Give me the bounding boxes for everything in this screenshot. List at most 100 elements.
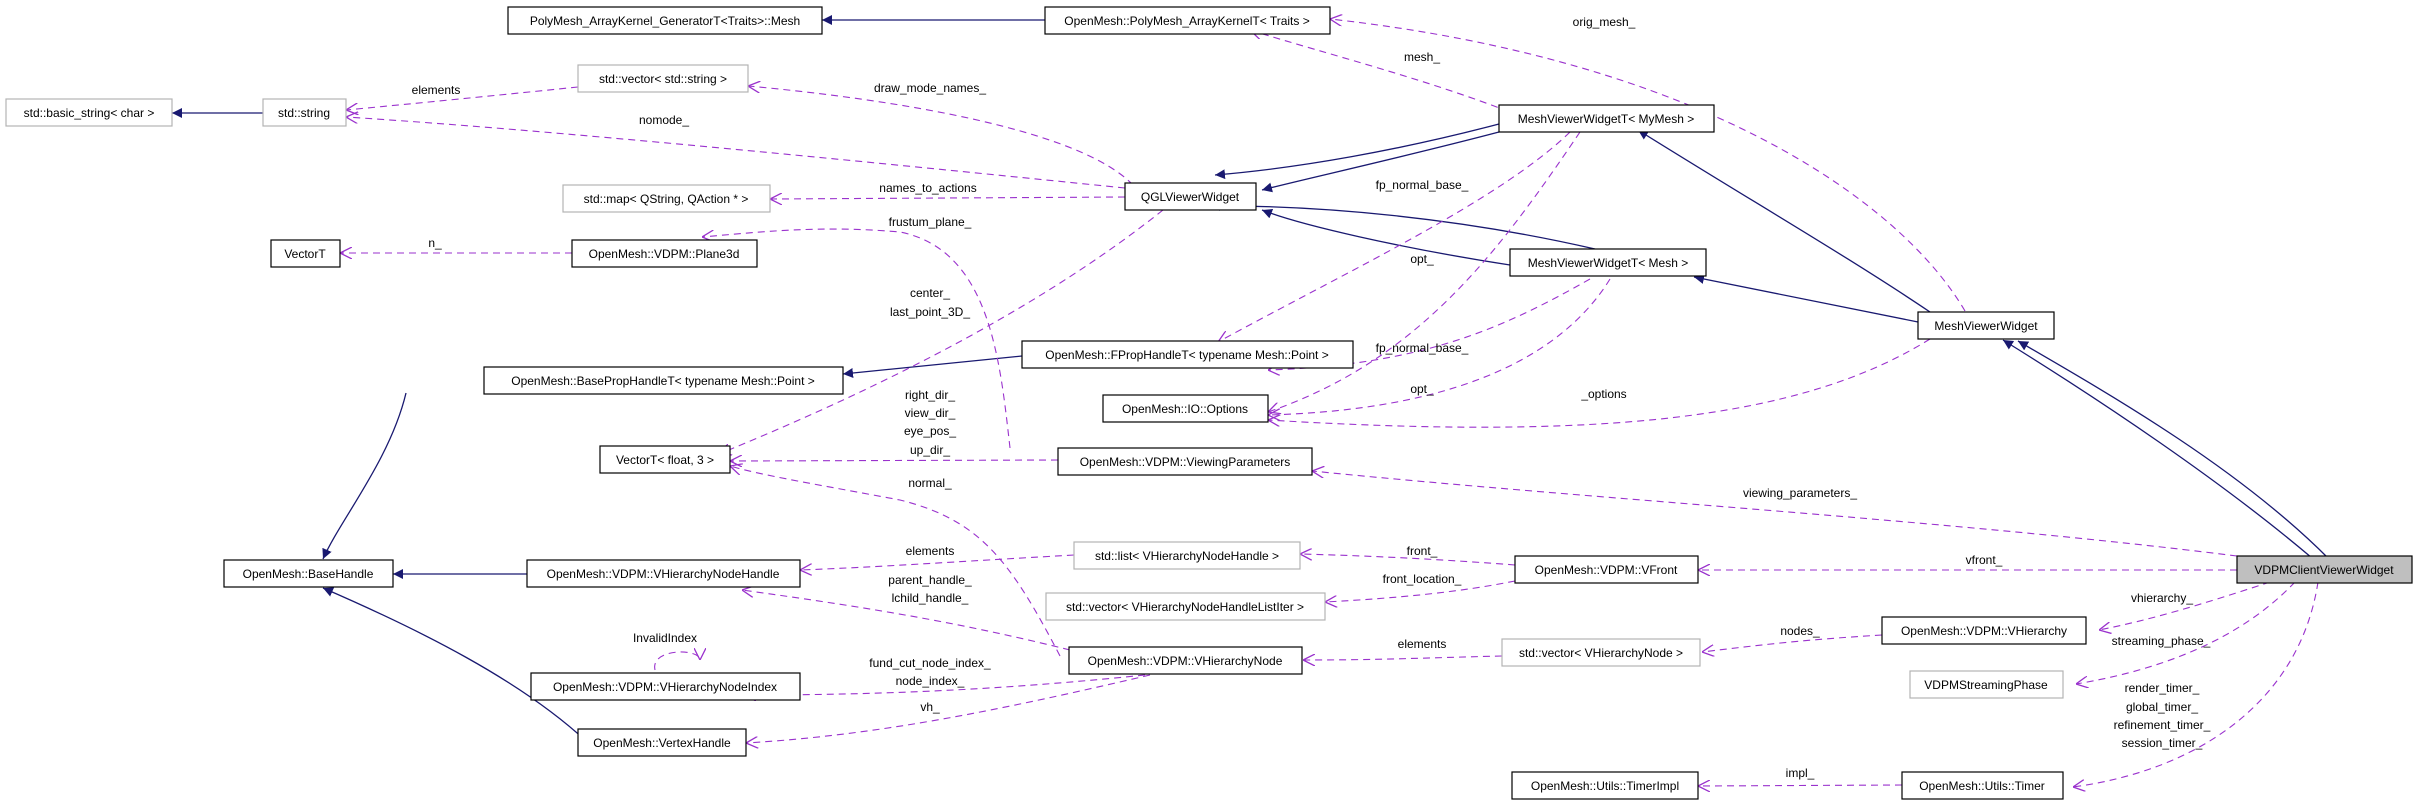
edge-orig-mesh	[1330, 19, 1966, 312]
node-list-vhnode-handle[interactable]: std::list< VHierarchyNodeHandle >	[1073, 541, 1301, 570]
edge-impl	[1698, 785, 1903, 786]
node-std-string[interactable]: std::string	[262, 98, 347, 127]
node-vector-string[interactable]: std::vector< std::string >	[577, 64, 749, 93]
node-label: OpenMesh::VDPM::VHierarchyNodeIndex	[553, 680, 777, 694]
node-vdpm-client-viewer-widget[interactable]: VDPMClientViewerWidget	[2236, 555, 2413, 584]
node-map-qstring[interactable]: std::map< QString, QAction * >	[562, 184, 771, 213]
edge-label-lchild-handle: lchild_handle_	[892, 591, 969, 605]
node-vhierarchy[interactable]: OpenMesh::VDPM::VHierarchy	[1881, 616, 2087, 645]
node-base-handle[interactable]: OpenMesh::BaseHandle	[223, 559, 394, 588]
node-label: std::basic_string< char >	[24, 106, 155, 120]
edge-center	[719, 209, 1164, 454]
edge-vertexhandle-to-basehandle	[322, 587, 587, 742]
node-vector-vhnode-iter[interactable]: std::vector< VHierarchyNodeHandleListIte…	[1045, 592, 1326, 621]
edge-viewing-parameters	[1312, 471, 2238, 557]
node-vector-vhnode[interactable]: std::vector< VHierarchyNode >	[1501, 638, 1701, 667]
node-mesh-viewer-mymesh[interactable]: MeshViewerWidgetT< MyMesh >	[1498, 104, 1715, 133]
edge-label-vhierarchy: vhierarchy_	[2131, 591, 2193, 605]
edge-label-invalid-index: InvalidIndex	[633, 631, 697, 645]
edge-vh	[746, 674, 1151, 743]
edge-opt-1	[1268, 131, 1581, 412]
node-label: PolyMesh_ArrayKernel_GeneratorT<Traits>:…	[530, 14, 800, 28]
node-fprop-handle[interactable]: OpenMesh::FPropHandleT< typename Mesh::P…	[1021, 340, 1354, 369]
node-array-kernel[interactable]: OpenMesh::PolyMesh_ArrayKernelT< Traits …	[1044, 6, 1331, 35]
edge-label-elements-string: elements	[412, 83, 461, 97]
node-vertex-handle[interactable]: OpenMesh::VertexHandle	[577, 728, 747, 757]
edge-view-params-to-vectorf	[730, 460, 1059, 461]
node-array-kernel-generator[interactable]: PolyMesh_ArrayKernel_GeneratorT<Traits>:…	[507, 6, 823, 35]
edge-names-to-actions	[770, 197, 1126, 199]
node-label: std::list< VHierarchyNodeHandle >	[1095, 549, 1279, 563]
edge-label-nodes: nodes_	[1780, 624, 1820, 638]
edge-label-opt-2: opt_	[1410, 382, 1434, 396]
node-label: MeshViewerWidgetT< MyMesh >	[1518, 112, 1695, 126]
edge-baseprop-to-basehandle	[322, 392, 407, 560]
edge-label-options: _options	[1580, 387, 1626, 401]
edge-label-fp-normal-base-1: fp_normal_base_	[1376, 178, 1469, 192]
edge-label-view-dir: view_dir_	[905, 406, 956, 420]
edge-vdpm-to-mvw-2	[2017, 340, 2329, 559]
node-label: OpenMesh::VDPM::VHierarchyNodeHandle	[547, 567, 780, 581]
edge-mvw-to-mymesh	[1637, 129, 1931, 313]
edge-label-names-to-actions: names_to_actions	[879, 181, 976, 195]
node-io-options[interactable]: OpenMesh::IO::Options	[1102, 394, 1269, 423]
node-vectort-float3[interactable]: VectorT< float, 3 >	[599, 445, 731, 474]
node-label: OpenMesh::PolyMesh_ArrayKernelT< Traits …	[1064, 14, 1309, 28]
node-label: VDPMClientViewerWidget	[2254, 563, 2394, 577]
node-streaming-phase[interactable]: VDPMStreamingPhase	[1909, 670, 2064, 699]
edge-mvw-to-mesh	[1693, 274, 1919, 323]
edge-label-up-dir: up_dir_	[910, 443, 950, 457]
node-label: OpenMesh::Utils::TimerImpl	[1531, 779, 1679, 793]
node-label: std::vector< VHierarchyNode >	[1519, 646, 1683, 660]
node-label: OpenMesh::FPropHandleT< typename Mesh::P…	[1045, 348, 1328, 362]
edge-label-impl: impl_	[1786, 766, 1815, 780]
node-viewing-parameters[interactable]: OpenMesh::VDPM::ViewingParameters	[1057, 447, 1313, 476]
node-mesh-viewer-widget[interactable]: MeshViewerWidget	[1917, 311, 2055, 340]
node-vectort[interactable]: VectorT	[270, 239, 341, 268]
edge-label-orig-mesh: orig_mesh_	[1573, 15, 1636, 29]
edge-fp-normal-base-1	[1218, 131, 1571, 342]
node-label: OpenMesh::VDPM::VFront	[1535, 563, 1678, 577]
edge-label-center: center_	[910, 286, 950, 300]
node-qgl-viewer[interactable]: QGLViewerWidget	[1124, 182, 1257, 211]
edge-label-eye-pos: eye_pos_	[904, 424, 956, 438]
edge-nodes	[1702, 634, 1883, 652]
edge-vhierarchy	[2099, 581, 2271, 630]
edge-label-fund-cut-node-index: fund_cut_node_index_	[869, 656, 991, 670]
node-label: OpenMesh::BasePropHandleT< typename Mesh…	[511, 374, 815, 388]
node-timer-impl[interactable]: OpenMesh::Utils::TimerImpl	[1511, 771, 1699, 800]
node-label: OpenMesh::BaseHandle	[243, 567, 374, 581]
edge-elements-vector	[1303, 656, 1503, 660]
node-basic-string[interactable]: std::basic_string< char >	[5, 98, 173, 127]
node-timer[interactable]: OpenMesh::Utils::Timer	[1901, 771, 2064, 800]
edge-label-streaming-phase: streaming_phase_	[2112, 634, 2211, 648]
edge-frustum-plane	[702, 228, 1011, 449]
edge-labels: orig_mesh_ mesh_ elements draw_mode_name…	[412, 15, 2211, 780]
node-vhnode[interactable]: OpenMesh::VDPM::VHierarchyNode	[1068, 646, 1303, 675]
node-label: OpenMesh::VDPM::VHierarchyNode	[1088, 654, 1283, 668]
node-vhnode-index[interactable]: OpenMesh::VDPM::VHierarchyNodeIndex	[530, 672, 801, 701]
node-label: OpenMesh::VDPM::Plane3d	[589, 247, 740, 261]
node-vfront[interactable]: OpenMesh::VDPM::VFront	[1514, 555, 1699, 584]
node-vhnode-handle[interactable]: OpenMesh::VDPM::VHierarchyNodeHandle	[526, 559, 801, 588]
edge-label-front-location: front_location_	[1383, 572, 1462, 586]
node-label: std::vector< VHierarchyNodeHandleListIte…	[1066, 600, 1304, 614]
edge-label-nomode: nomode_	[639, 113, 689, 127]
edge-label-session-timer: session_timer_	[2122, 736, 2203, 750]
edge-mymesh-to-qgl-1	[1214, 123, 1500, 180]
edge-draw-mode-names	[748, 86, 1134, 186]
edge-streaming-phase	[2076, 581, 2296, 684]
node-plane3d[interactable]: OpenMesh::VDPM::Plane3d	[571, 239, 758, 268]
edge-parent-lchild	[742, 590, 1071, 651]
node-mesh-viewer-mesh[interactable]: MeshViewerWidgetT< Mesh >	[1509, 248, 1707, 277]
node-label: std::string	[278, 106, 330, 120]
node-label: OpenMesh::Utils::Timer	[1919, 779, 2045, 793]
edge-label-viewing-parameters: viewing_parameters_	[1743, 486, 1857, 500]
node-baseprop-handle[interactable]: OpenMesh::BasePropHandleT< typename Mesh…	[483, 366, 844, 395]
edge-label-elements-vector: elements	[1398, 637, 1447, 651]
edge-label-n: n_	[428, 236, 442, 250]
edge-label-frustum-plane: frustum_plane_	[889, 215, 972, 229]
node-label: OpenMesh::VDPM::ViewingParameters	[1080, 455, 1291, 469]
edge-label-opt-1: opt_	[1410, 252, 1434, 266]
